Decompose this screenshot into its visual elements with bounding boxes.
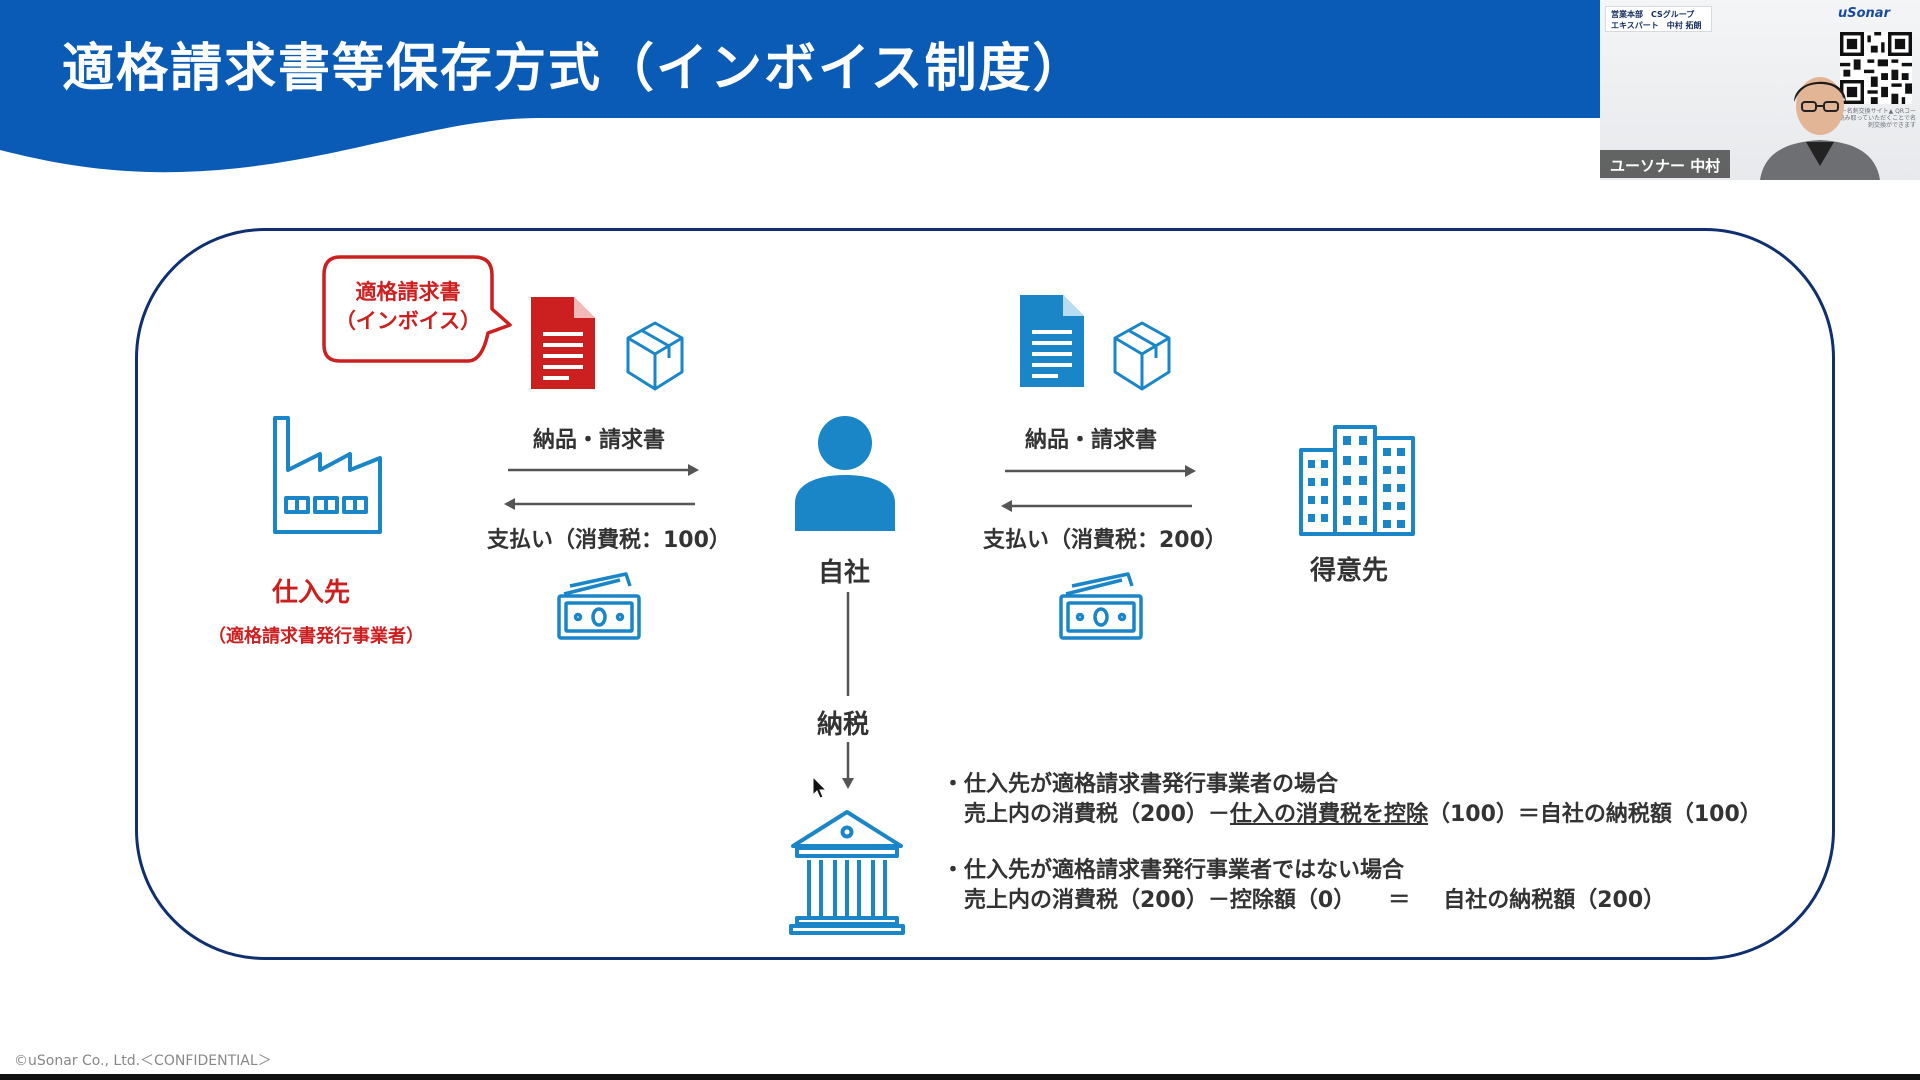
- video-panel[interactable]: 営業本部 CSグループ エキスパート 中村 拓朗 uSonar セミナー名刺交換…: [1600, 0, 1920, 180]
- mouse-cursor-icon: [812, 776, 828, 799]
- customer-label: 得意先: [1310, 556, 1389, 586]
- left-payment-label: 支払い（消費税：100）: [487, 528, 731, 553]
- invoice-document-icon: [531, 297, 595, 389]
- case1-formula: 売上内の消費税（200）－仕入の消費税を控除（100）＝自社の納税額（100）: [964, 802, 1762, 827]
- presenter-figure: [1760, 77, 1880, 180]
- right-arrow-icon: [508, 464, 699, 476]
- bottom-bar: [0, 1074, 1920, 1080]
- tax-office-building-icon: [789, 810, 905, 935]
- office-building-icon: [1299, 425, 1415, 536]
- copyright-footer: ©uSonar Co., Ltd.＜CONFIDENTIAL＞: [14, 1053, 272, 1069]
- case2-formula: 売上内の消費税（200）－控除額（0）＝自社の納税額（200）: [964, 888, 1666, 913]
- banknote-icon: [557, 572, 641, 640]
- package-box-icon: [626, 321, 684, 391]
- document-icon: [1020, 295, 1084, 387]
- presenter-banner: 営業本部 CSグループ エキスパート 中村 拓朗: [1605, 6, 1712, 32]
- left-arrow-icon: [1001, 500, 1192, 512]
- person-icon: [795, 416, 895, 531]
- invoice-bubble-text: 適格請求書 （インボイス）: [334, 280, 482, 333]
- diagram-frame: [135, 228, 1835, 960]
- slide-header: 適格請求書等保存方式（インボイス制度）: [0, 0, 1600, 175]
- participant-name-tag: ユーソナー 中村: [1600, 150, 1731, 178]
- banknote-icon: [1059, 572, 1143, 640]
- supplier-label: 仕入先: [272, 578, 351, 608]
- right-payment-label: 支払い（消費税：200）: [983, 528, 1227, 553]
- down-arrow-icon: [842, 742, 854, 789]
- case1-title: ・仕入先が適格請求書発行事業者の場合: [942, 772, 1339, 797]
- left-delivery-invoice-label: 納品・請求書: [533, 428, 666, 453]
- tax-payment-label: 納税: [817, 710, 870, 740]
- deduction-emphasis: 仕入の消費税を控除: [1229, 802, 1428, 827]
- right-arrow-icon: [1005, 465, 1196, 477]
- own-company-label: 自社: [818, 558, 871, 588]
- package-box-icon: [1113, 321, 1171, 391]
- factory-icon: [273, 416, 382, 534]
- tax-calculation-notes: ・仕入先が適格請求書発行事業者の場合 売上内の消費税（200）－仕入の消費税を控…: [942, 770, 1762, 916]
- qr-caption: セミナー名刺交換サイト▲ QRコードを読み取っていただくことで名刺交換ができます: [1822, 108, 1916, 129]
- qr-code-icon: [1840, 32, 1912, 104]
- left-arrow-icon: [504, 498, 695, 510]
- case2-title: ・仕入先が適格請求書発行事業者ではない場合: [942, 858, 1405, 883]
- vertical-line: [846, 592, 850, 696]
- page-title: 適格請求書等保存方式（インボイス制度）: [62, 39, 1087, 99]
- supplier-sub-label: （適格請求書発行事業者）: [208, 626, 424, 647]
- right-delivery-invoice-label: 納品・請求書: [1025, 428, 1158, 453]
- header-band: [0, 0, 1600, 173]
- company-logo: uSonar: [1838, 6, 1890, 21]
- invoice-speech-bubble: [322, 255, 512, 363]
